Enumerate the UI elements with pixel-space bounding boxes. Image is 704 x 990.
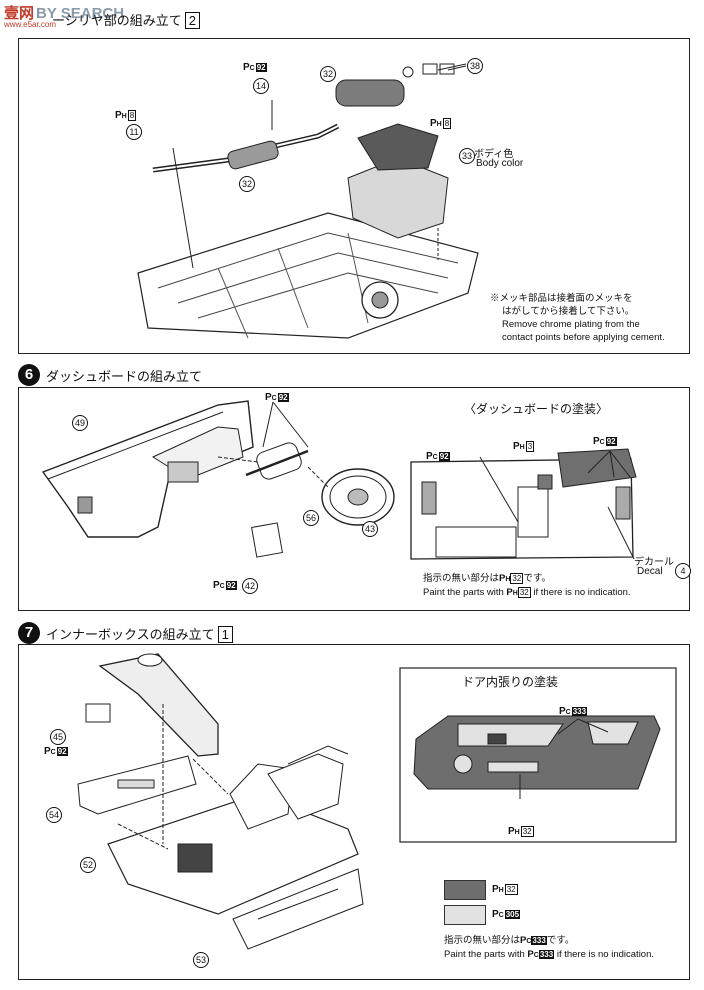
note-jp-1: ※メッキ部品は接着面のメッキを <box>490 293 633 304</box>
step7-paint-note: 指示の無い部分はPC333です。 Paint the parts with PC… <box>444 934 654 962</box>
part-52: 52 <box>80 857 96 873</box>
dashboard-paint-title: 〈ダッシュボードの塗装〉 <box>464 402 609 416</box>
watermark-search: BY SEARCH <box>36 5 125 22</box>
note-en-1: Remove chrome plating from the <box>502 319 640 330</box>
decal-label-en: Decal <box>637 566 663 577</box>
watermark-brand: 壹网 <box>4 5 35 22</box>
step7-note-jp: 指示の無い部分はPC333です。 <box>444 935 575 946</box>
body-color-en: Body color <box>476 158 524 169</box>
part-11: 11 <box>126 124 142 140</box>
part-49: 49 <box>72 415 88 431</box>
part-38: 38 <box>467 58 483 74</box>
step6-title: ダッシュボードの組み立て <box>46 370 203 385</box>
step7-note-en: Paint the parts with PC333 if there is n… <box>444 949 655 960</box>
part-43: 43 <box>362 521 378 537</box>
step7-title-text: インナーボックスの組み立て <box>46 628 215 643</box>
part-32-pipe: 32 <box>239 176 255 192</box>
note-jp-2: はがしてから接着して下さい。 <box>502 306 635 317</box>
part-53: 53 <box>193 952 209 968</box>
swatch-dark <box>444 880 486 900</box>
step6-panel <box>18 387 690 611</box>
part-32-muffler: 32 <box>320 66 336 82</box>
part-14: 14 <box>253 78 269 94</box>
step5-panel <box>18 38 690 354</box>
part-45: 45 <box>50 729 66 745</box>
part-56: 56 <box>303 510 319 526</box>
swatch-light <box>444 905 486 925</box>
step5-chrome-note: ※メッキ部品は接着面のメッキを はがしてから接着して下さい。 Remove ch… <box>490 292 665 344</box>
body-color-jp: ボディ色 <box>474 149 514 160</box>
step7-drawing <box>77 653 677 950</box>
step6-number: 6 <box>18 364 40 386</box>
door-paint-title: ドア内張りの塗装 <box>462 675 559 689</box>
step7-number: 7 <box>18 622 40 644</box>
note-en-2: contact points before applying cement. <box>502 332 665 343</box>
step5-drawing <box>137 63 479 339</box>
decal-part-4: 4 <box>675 563 691 579</box>
part-42: 42 <box>242 578 258 594</box>
step6-drawing <box>41 400 637 560</box>
step5-title-text: ーシリヤ部の組み立て <box>52 14 182 29</box>
step7-panel <box>18 644 690 980</box>
decal-label-jp: デカール <box>634 557 674 568</box>
watermark-domain: www.e5ar.com <box>4 20 57 29</box>
step7-box: 1 <box>217 626 233 643</box>
part-33: 33 <box>459 148 475 164</box>
part-54: 54 <box>46 807 62 823</box>
step5-box: 2 <box>184 12 200 29</box>
